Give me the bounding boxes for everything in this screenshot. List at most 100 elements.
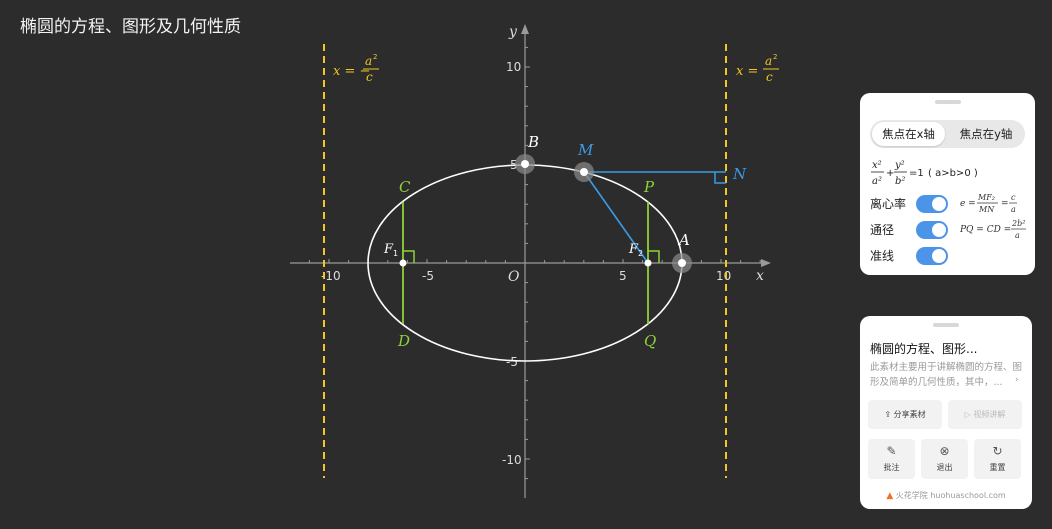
play-icon: ▷ — [964, 410, 971, 419]
svg-text:a: a — [1015, 231, 1020, 240]
right-angle-marker-f1 — [403, 250, 415, 263]
svg-text:MN: MN — [978, 205, 995, 214]
ellipse-plot: x y O -10 -5 5 10 10 5 -5 -10 x = − a 2 … — [290, 24, 779, 498]
label-f2: F — [628, 242, 639, 257]
directrix-sup: 2 — [373, 53, 377, 61]
label-n: N — [732, 165, 747, 183]
left-directrix-label: x = − a 2 c — [333, 53, 379, 84]
directrix-sup: 2 — [773, 53, 777, 61]
video-label: 视频讲解 — [973, 410, 1006, 419]
focus-f2 — [644, 259, 652, 267]
svg-text:PQ = CD =: PQ = CD = — [959, 225, 1011, 235]
directrix-num: a — [365, 54, 372, 68]
svg-text:+: + — [886, 168, 894, 179]
svg-text:c: c — [1011, 193, 1016, 202]
eccentricity-formula: e = MF₂ MN = c a — [960, 193, 1017, 214]
brand-text: 火花学院 huohuaschool.com — [895, 491, 1006, 500]
label-q: Q — [644, 332, 656, 350]
x-tick-label: 5 — [619, 269, 627, 283]
tab-focus-y[interactable]: 焦点在y轴 — [959, 127, 1013, 141]
directrix-lhs: x = — [736, 64, 758, 79]
expand-chevron-icon[interactable]: › — [1015, 375, 1019, 385]
point-m — [580, 168, 588, 176]
origin-label: O — [508, 269, 520, 285]
eq-y-numerator: y² — [894, 160, 905, 171]
y-tick-label: -5 — [506, 355, 518, 369]
eccentricity-toggle[interactable] — [916, 195, 948, 213]
label-a: A — [677, 231, 690, 249]
y-tick-label: -10 — [502, 453, 522, 467]
info-description[interactable]: 此素材主要用于讲解椭圆的方程、图形及简单的几何性质，其中，... — [870, 362, 1023, 388]
segment-mf2 — [583, 171, 649, 264]
label-f1-sub: 1 — [393, 249, 398, 258]
focus-f1 — [399, 259, 407, 267]
toggle-knob — [932, 223, 946, 237]
y-axis-label: y — [508, 24, 518, 40]
latus-rectum-formula: PQ = CD = 2b² a — [959, 219, 1026, 240]
toggle-knob — [932, 249, 946, 263]
eq-rhs: =1 — [909, 168, 924, 179]
latus-rectum-toggle[interactable] — [916, 221, 948, 239]
directrix-toggle[interactable] — [916, 247, 948, 265]
directrix-den: c — [766, 70, 773, 84]
x-axis-label: x — [756, 268, 764, 284]
svg-text:=: = — [1001, 199, 1009, 209]
svg-text:a: a — [1011, 205, 1016, 214]
eccentricity-label: 离心率 — [870, 197, 907, 211]
axis-ticks — [308, 46, 761, 480]
exit-label: 退出 — [936, 463, 953, 472]
share-button[interactable]: ⇪ 分享素材 — [868, 400, 942, 429]
directrix-den: c — [366, 70, 373, 84]
right-directrix-label: x = a 2 c — [736, 53, 779, 84]
svg-text:MF₂: MF₂ — [977, 193, 995, 202]
share-label: 分享素材 — [893, 410, 926, 419]
point-a — [678, 259, 686, 267]
label-c: C — [399, 178, 411, 196]
svg-text:e =: e = — [960, 199, 976, 209]
point-b — [521, 160, 529, 168]
label-m: M — [577, 141, 594, 159]
right-angle-marker-f2 — [648, 250, 660, 263]
refresh-icon: ↻ — [992, 444, 1003, 458]
reset-label: 重置 — [989, 463, 1006, 472]
directrix-num: a — [765, 54, 772, 68]
info-title: 椭圆的方程、图形... — [870, 342, 978, 356]
pen-icon: ✎ — [886, 444, 897, 458]
annotate-label: 批注 — [883, 463, 900, 472]
eq-x-denominator: a² — [872, 176, 882, 187]
x-tick-label: 10 — [716, 269, 731, 283]
y-tick-label: 10 — [506, 60, 521, 74]
share-icon: ⇪ — [884, 410, 892, 419]
label-f2-sub: 2 — [638, 249, 643, 258]
x-tick-label: -10 — [321, 269, 341, 283]
flame-logo-icon: ▲ — [886, 491, 894, 501]
x-tick-label: -5 — [422, 269, 434, 283]
focus-axis-toggle: 焦点在x轴 焦点在y轴 — [870, 120, 1025, 148]
label-p: P — [643, 178, 655, 196]
directrix-lhs: x = − — [333, 64, 370, 79]
annotate-button[interactable]: ✎ 批注 — [868, 439, 915, 479]
info-card: 椭圆的方程、图形... 此素材主要用于讲解椭圆的方程、图形及简单的几何性质，其中… — [860, 316, 1032, 509]
page-title: 椭圆的方程、图形及几何性质 — [20, 17, 241, 37]
svg-text:2b²: 2b² — [1011, 219, 1025, 228]
directrix-label: 准线 — [870, 249, 895, 263]
eq-condition: ( a>b>0 ) — [928, 168, 978, 179]
exit-button[interactable]: ⊗ 退出 — [921, 439, 968, 479]
eq-x-numerator: x² — [872, 160, 882, 171]
panel-drag-handle[interactable] — [934, 100, 961, 104]
panel-drag-handle[interactable] — [933, 323, 959, 327]
reset-button[interactable]: ↻ 重置 — [974, 439, 1021, 479]
label-f1: F — [383, 242, 394, 257]
brand-footer: ▲ 火花学院 huohuaschool.com — [860, 490, 1032, 501]
label-d: D — [397, 332, 410, 350]
video-button[interactable]: ▷ 视频讲解 — [948, 400, 1022, 429]
close-circle-icon: ⊗ — [939, 444, 950, 458]
tab-focus-x[interactable]: 焦点在x轴 — [872, 122, 945, 146]
x-axis-arrow — [761, 259, 771, 267]
latus-rectum-label: 通径 — [870, 223, 895, 237]
label-b: B — [527, 133, 539, 151]
ellipse-equation: x² a² + y² b² =1 ( a>b>0 ) — [871, 160, 978, 187]
y-axis-arrow — [521, 24, 529, 34]
eq-y-denominator: b² — [895, 176, 905, 187]
settings-panel: 焦点在x轴 焦点在y轴 x² a² + y² b² =1 ( a>b>0 ) 离… — [860, 93, 1035, 275]
